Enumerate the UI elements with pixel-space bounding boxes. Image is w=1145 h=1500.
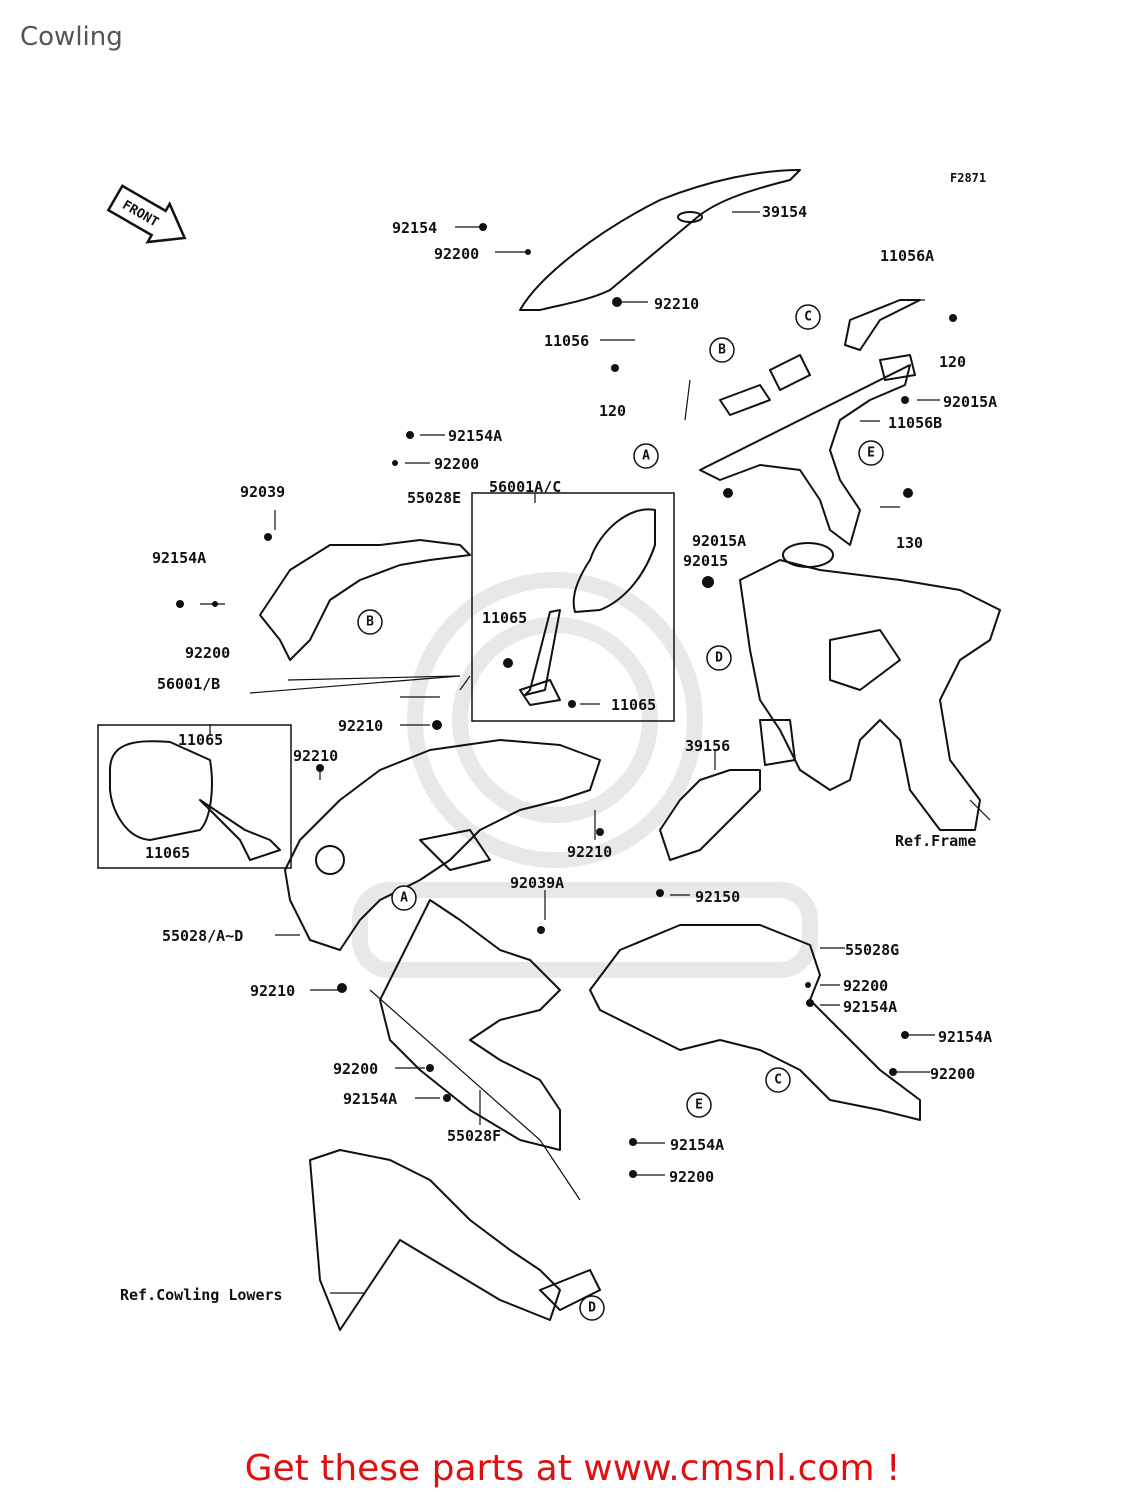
part-label: 120 [939,353,966,371]
ref-cowling-lowers-label: Ref.Cowling Lowers [120,1286,283,1304]
callout-b: B B [357,337,735,635]
part-label: 11065 [178,731,223,749]
part-label: 11056A [880,247,934,265]
svg-text:B: B [366,615,374,630]
inner-panel-part [589,924,921,1121]
part-label: 92015A [692,532,746,550]
mirror-left-part [109,740,213,841]
cowling-stay-part [699,364,911,546]
part-label: 11056B [888,414,942,432]
svg-text:C: C [774,1073,782,1088]
svg-text:E: E [867,446,875,461]
mirror-right-part [572,508,656,613]
front-arrow-icon: FRONT [106,184,187,244]
inner-cover-upper-part [259,539,471,661]
page-title: Cowling [20,22,123,52]
part-label: 92154A [670,1136,724,1154]
part-label: 55028E [407,489,461,507]
part-label: 92015A [943,393,997,411]
part-label: 130 [896,534,923,552]
part-label: 39156 [685,737,730,755]
middle-cowl-part [379,899,561,1151]
part-label: 11065 [482,609,527,627]
fasteners [176,223,957,1178]
part-label: 92154 [392,219,437,237]
part-label: 56001/B [157,675,220,693]
part-label: 92200 [930,1065,975,1083]
part-label: 92015 [683,552,728,570]
part-label: 92210 [567,843,612,861]
callout-d: D D [579,645,732,1321]
part-label: 11056 [544,332,589,350]
part-label: 55028F [447,1127,501,1145]
figure-code: F2871 [950,171,986,185]
part-label: 92200 [333,1060,378,1078]
part-label: 92154A [448,427,502,445]
svg-text:A: A [400,891,408,906]
leader-lines [200,211,991,1294]
part-label: 55028/A~D [162,927,243,945]
part-label: 92200 [669,1168,714,1186]
windscreen-part [519,169,801,311]
part-label: 120 [599,402,626,420]
part-label: 92210 [250,982,295,1000]
part-label: 92200 [843,977,888,995]
svg-text:B: B [718,343,726,358]
part-label: 92039A [510,874,564,892]
callout-a: A A [391,443,659,911]
part-labels: 92154 39154 92200 11056A 92210 11056 120… [145,203,997,1186]
side-panel-part [659,769,761,861]
part-label: 92200 [185,644,230,662]
part-label: 92210 [654,295,699,313]
part-label: 55028G [845,941,899,959]
part-label: 39154 [762,203,807,221]
cowling-lower-part [309,1149,561,1331]
svg-text:E: E [695,1098,703,1113]
svg-text:D: D [588,1301,596,1316]
part-label: 92154A [843,998,897,1016]
part-label: 11065 [611,696,656,714]
part-label: 92200 [434,245,479,263]
part-label: 92150 [695,888,740,906]
part-label: 92210 [338,717,383,735]
upper-cowl-part [284,739,601,951]
part-label: 11065 [145,844,190,862]
svg-text:A: A [642,449,650,464]
callout-c: C C [765,304,821,1093]
part-label: 92200 [434,455,479,473]
mirror-detail-box-left [97,724,292,869]
callout-e: E E [686,440,884,1118]
svg-text:C: C [804,310,812,325]
part-label: 92039 [240,483,285,501]
part-label: 92154A [938,1028,992,1046]
frame-part [739,559,1001,831]
part-label: 92210 [293,747,338,765]
part-label: 92154A [343,1090,397,1108]
part-label: 56001A/C [489,478,561,496]
ref-frame-label: Ref.Frame [895,832,976,850]
footer-cta-link[interactable]: Get these parts at www.cmsnl.com ! [244,1448,901,1489]
mirror-detail-box-right [471,492,675,722]
callouts: A A B B C C D D E E [357,304,884,1321]
svg-text:D: D [715,651,723,666]
part-label: 92154A [152,549,206,567]
watermark [352,572,818,978]
